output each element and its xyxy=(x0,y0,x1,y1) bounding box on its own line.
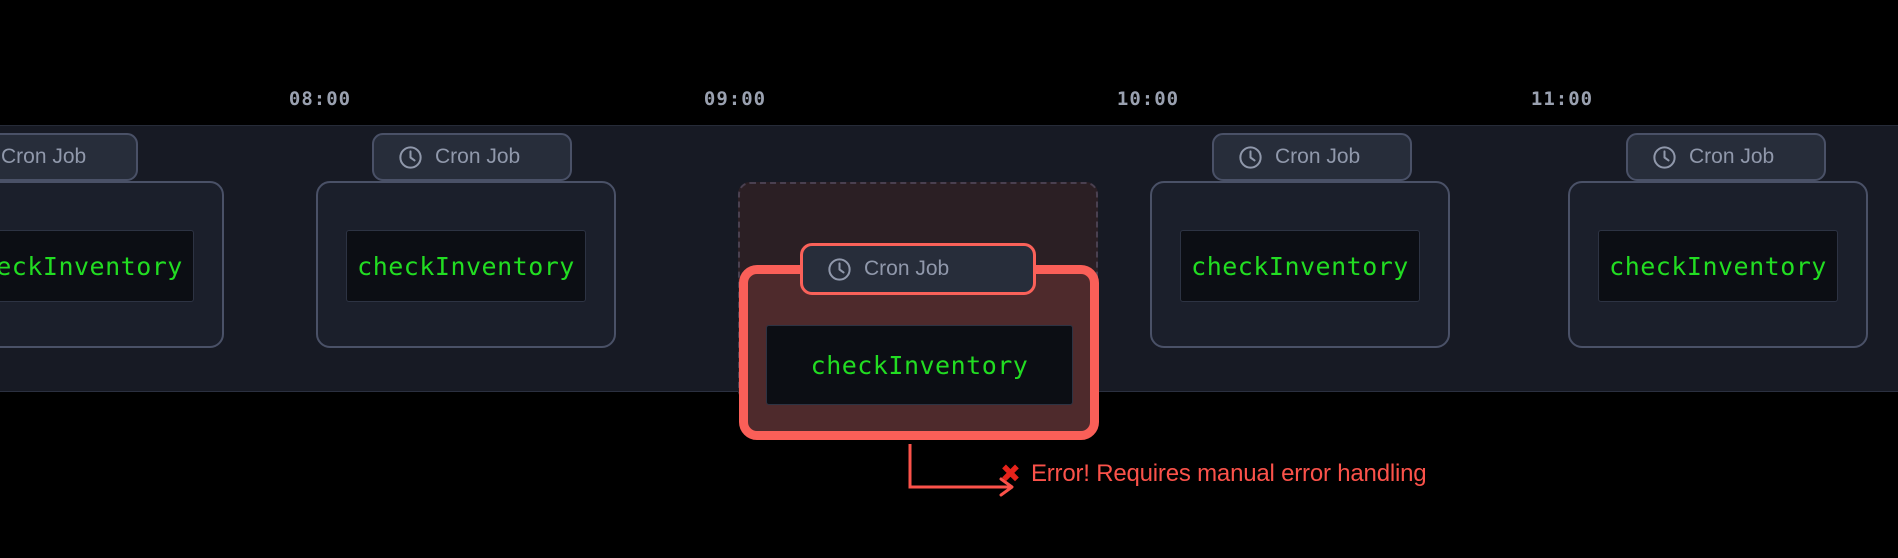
job-card[interactable]: checkInventory xyxy=(1568,181,1868,348)
timeline-tick-label: 11:00 xyxy=(1530,88,1594,110)
cron-job-badge-label: Cron Job xyxy=(1,145,87,168)
elbow-arrow-right-icon xyxy=(908,444,1014,497)
cron-job-badge[interactable]: Cron Job xyxy=(0,133,138,181)
job-code-box: checkInventory xyxy=(1180,230,1420,302)
cron-job-badge-label: Cron Job xyxy=(1275,145,1361,168)
clock-icon xyxy=(1239,145,1262,169)
job-code-box: checkInventory xyxy=(1598,230,1838,302)
error-job-code-box: checkInventory xyxy=(766,325,1073,405)
timeline-tick-label: 08:00 xyxy=(288,88,352,110)
error-job-code-text: checkInventory xyxy=(810,350,1029,380)
job-card[interactable]: checkInventory xyxy=(1150,181,1450,348)
error-annotation: ✖ Error! Requires manual error handling xyxy=(1000,459,1427,488)
timeline-tick-label: 10:00 xyxy=(1116,88,1180,110)
clock-icon xyxy=(828,257,851,281)
job-code-box: checkInventory xyxy=(0,230,194,302)
error-annotation-message: Error! Requires manual error handling xyxy=(1030,460,1427,487)
job-card[interactable]: checkInventory xyxy=(0,181,224,348)
job-code-text: checkInventory xyxy=(1609,251,1827,281)
error-cron-job-badge[interactable]: Cron Job xyxy=(800,243,1036,295)
job-code-text: checkInventory xyxy=(1191,251,1409,281)
clock-icon xyxy=(1653,145,1676,169)
cron-job-badge-label: Cron Job xyxy=(435,145,521,168)
job-code-text: checkInventory xyxy=(357,251,575,281)
cron-job-badge[interactable]: Cron Job xyxy=(1212,133,1412,181)
cron-job-badge[interactable]: Cron Job xyxy=(372,133,572,181)
job-code-text: checkInventory xyxy=(0,251,183,281)
job-card[interactable]: checkInventory xyxy=(316,181,616,348)
error-cron-job-badge-label: Cron Job xyxy=(864,257,950,280)
timeline-tick-label: 09:00 xyxy=(703,88,767,110)
job-code-box: checkInventory xyxy=(346,230,586,302)
x-mark-icon: ✖ xyxy=(1000,459,1021,488)
cron-job-badge-label: Cron Job xyxy=(1689,145,1775,168)
cron-job-badge[interactable]: Cron Job xyxy=(1626,133,1826,181)
clock-icon xyxy=(399,145,422,169)
